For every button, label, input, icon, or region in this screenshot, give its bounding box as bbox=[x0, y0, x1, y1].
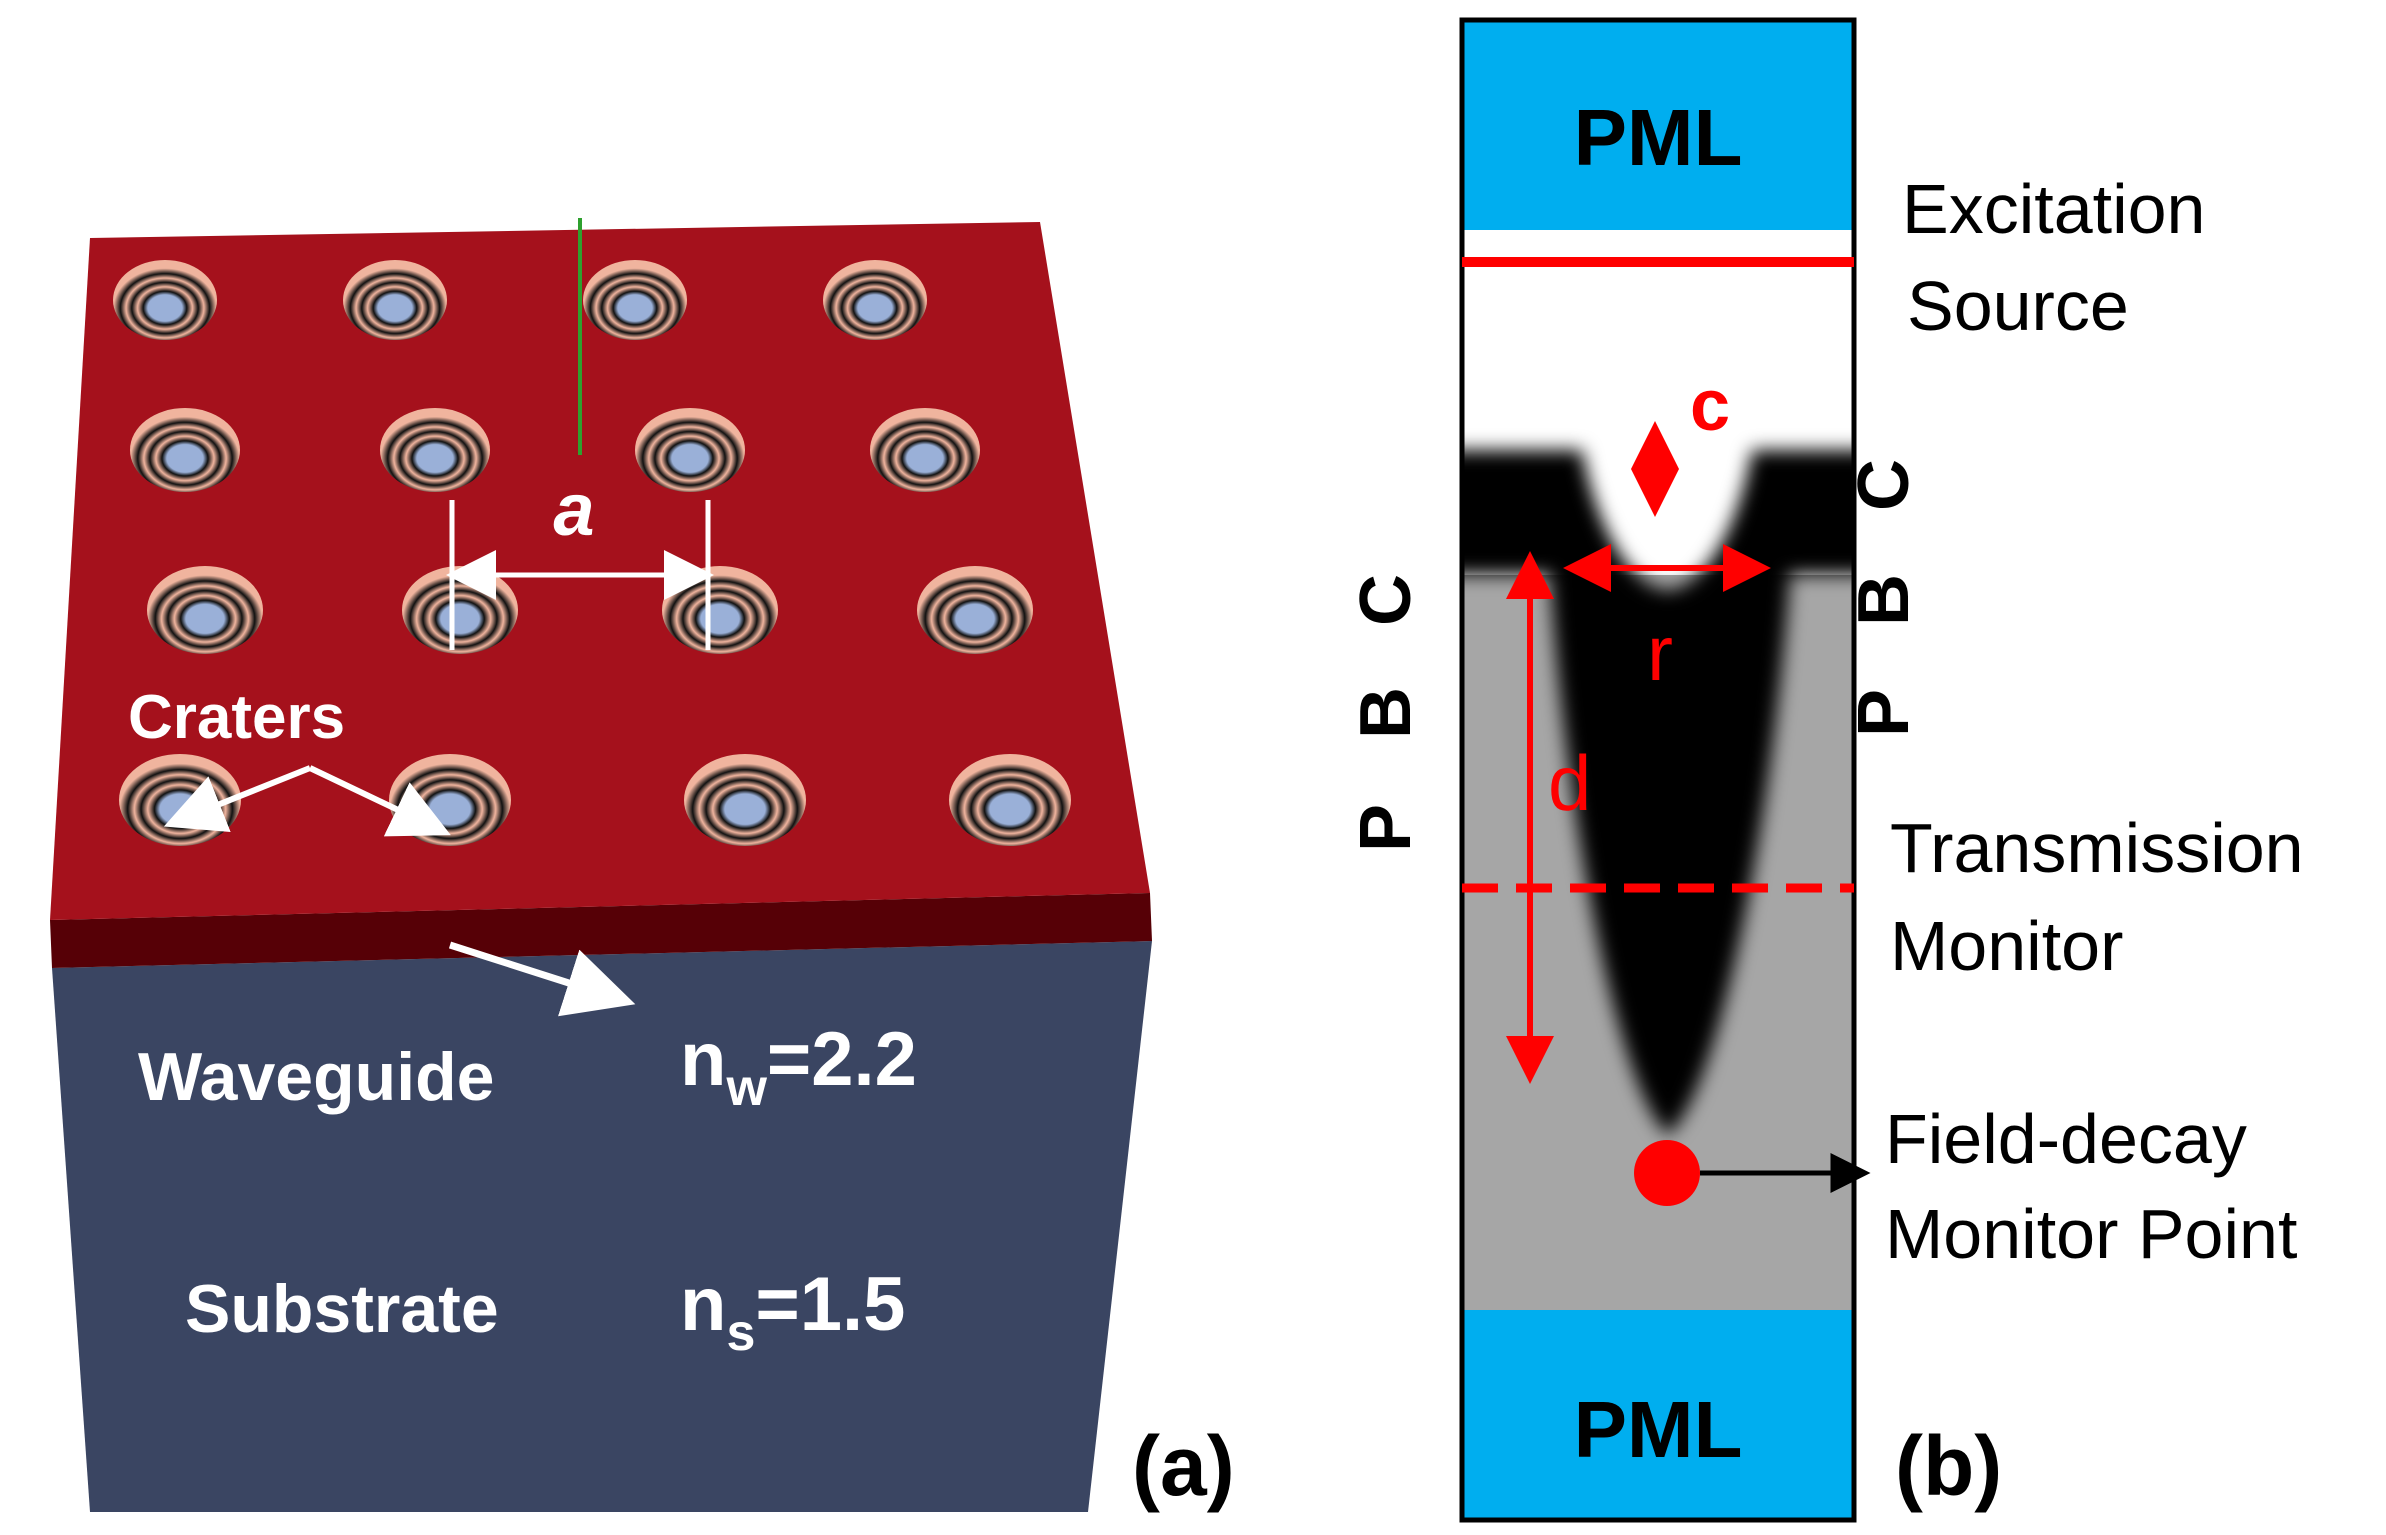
svg-text:C: C bbox=[1346, 574, 1426, 626]
field-decay-monitor-point bbox=[1634, 1140, 1700, 1206]
crater bbox=[662, 566, 778, 654]
crater bbox=[389, 754, 511, 846]
waveguide-label: Waveguide bbox=[138, 1039, 494, 1115]
pml-bottom bbox=[1462, 1310, 1854, 1520]
crater bbox=[917, 566, 1033, 654]
crater bbox=[343, 260, 447, 340]
crater bbox=[949, 754, 1071, 846]
lattice-dimension bbox=[446, 500, 714, 650]
domain-border bbox=[1459, 17, 1857, 1523]
panel-a: a Craters Waveguide nw=2.2 Substrate ns=… bbox=[50, 218, 1235, 1513]
transmission-label-line1: Transmission bbox=[1890, 809, 2304, 887]
panel-b-label: (b) bbox=[1895, 1419, 2002, 1513]
svg-text:B: B bbox=[1844, 574, 1924, 626]
panel-a-label: (a) bbox=[1132, 1419, 1235, 1513]
field-decay-label-line2: Monitor Point bbox=[1885, 1195, 2297, 1273]
crater bbox=[635, 408, 745, 492]
pml-top bbox=[1462, 20, 1854, 230]
pml-top-label: PML bbox=[1574, 93, 1743, 182]
crater bbox=[380, 408, 490, 492]
waveguide-core bbox=[1462, 450, 1854, 1135]
panel-b: PML PML Excitation Source Transmission M… bbox=[1346, 17, 2304, 1523]
waveguide-top-face bbox=[50, 222, 1150, 920]
lattice-label: a bbox=[553, 468, 594, 551]
excitation-label-line2: Source bbox=[1907, 267, 2129, 345]
crater bbox=[147, 566, 263, 654]
dimension-r-label: r bbox=[1647, 609, 1673, 697]
dimension-c-label: c bbox=[1690, 366, 1730, 446]
excitation-label-line1: Excitation bbox=[1902, 170, 2205, 248]
waveguide-pointer-arrow bbox=[448, 941, 636, 1017]
field-decay-label-line1: Field-decay bbox=[1885, 1100, 2247, 1178]
svg-text:B: B bbox=[1346, 687, 1426, 739]
waveguide-edge-band bbox=[50, 893, 1152, 968]
waveguide-index: nw=2.2 bbox=[680, 1017, 917, 1117]
crater bbox=[402, 566, 518, 654]
substrate-face bbox=[52, 941, 1152, 1512]
pbc-left-label: P B C bbox=[1346, 574, 1426, 852]
crater bbox=[823, 260, 927, 340]
svg-text:P: P bbox=[1844, 689, 1924, 737]
pml-bottom-label: PML bbox=[1574, 1385, 1743, 1474]
crater bbox=[583, 260, 687, 340]
svg-text:P: P bbox=[1346, 804, 1426, 852]
crater bbox=[870, 408, 980, 492]
simulation-domain bbox=[1462, 20, 1854, 1520]
dimension-d-label: d bbox=[1548, 739, 1591, 827]
crater bbox=[130, 408, 240, 492]
craters-label: Craters bbox=[128, 683, 345, 752]
svg-text:C: C bbox=[1844, 459, 1924, 511]
crater bbox=[684, 754, 806, 846]
transmission-label-line2: Monitor bbox=[1890, 907, 2123, 985]
substrate-label: Substrate bbox=[185, 1271, 499, 1347]
pbc-right-label: P B C bbox=[1844, 459, 1924, 737]
craters-pointer bbox=[163, 765, 451, 837]
crater bbox=[113, 260, 217, 340]
substrate-index: ns=1.5 bbox=[680, 1262, 905, 1362]
